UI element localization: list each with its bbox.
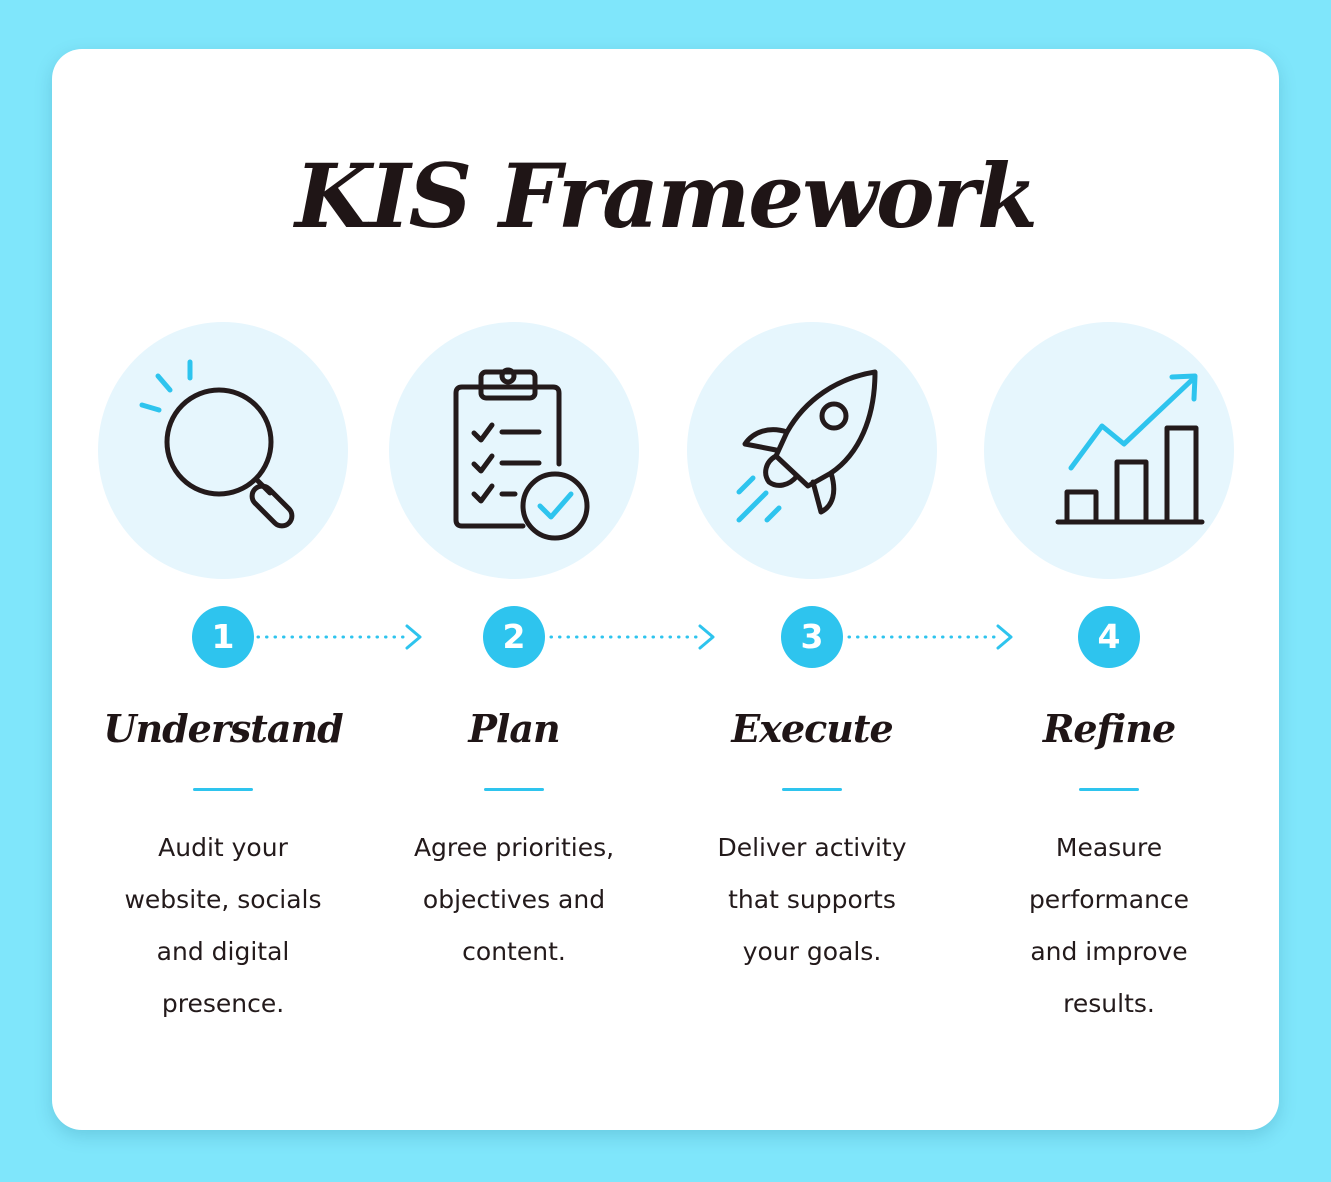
title-underline: [484, 788, 544, 791]
step-number-badge: 4: [1078, 606, 1140, 668]
step-description: Audit your website, socials and digital …: [78, 822, 368, 1030]
description-line: Audit your: [158, 833, 288, 862]
description-line: your goals.: [742, 937, 882, 966]
dotted-arrow-icon: [256, 624, 422, 650]
description-line: Agree priorities,: [413, 833, 615, 862]
description-line: objectives and: [422, 885, 606, 914]
title-underline: [782, 788, 842, 791]
icon-circle: [687, 322, 937, 579]
growth-chart-icon: [1055, 373, 1205, 525]
description-line: and improve: [1030, 937, 1188, 966]
step-title: Refine: [1042, 706, 1176, 751]
icon-circle: [98, 322, 348, 579]
page-title: KIS Framework: [294, 144, 1038, 248]
title-underline: [1079, 788, 1139, 791]
dotted-arrow-icon: [549, 624, 715, 650]
description-line: website, socials: [124, 885, 322, 914]
title-underline: [193, 788, 253, 791]
description-line: Deliver activity: [717, 833, 907, 862]
step-title: Understand: [103, 706, 343, 751]
description-line: content.: [462, 937, 566, 966]
dotted-arrow-icon: [847, 624, 1013, 650]
description-line: performance: [1028, 885, 1190, 914]
clipboard-checklist-icon: [453, 367, 590, 541]
step-understand: 1 Understand Audit your website, socials…: [78, 0, 368, 1182]
step-description: Agree priorities, objectives and content…: [369, 822, 659, 978]
step-title: Execute: [731, 706, 893, 751]
step-description: Deliver activity that supports your goal…: [667, 822, 957, 978]
description-line: that supports: [728, 885, 896, 914]
description-line: Measure: [1055, 833, 1163, 862]
step-execute: 3 Execute Deliver activity that supports…: [667, 0, 957, 1182]
step-refine: 4 Refine Measure performance and improve…: [964, 0, 1254, 1182]
step-number-badge: 3: [781, 606, 843, 668]
step-title: Plan: [468, 706, 560, 751]
description-line: results.: [1063, 989, 1155, 1018]
step-number-badge: 1: [192, 606, 254, 668]
icon-circle: [984, 322, 1234, 579]
framework-card: [52, 49, 1279, 1130]
rocket-icon: [736, 369, 878, 523]
step-plan: 2 Plan Agree priorities, objectives and …: [369, 0, 659, 1182]
description-line: and digital: [156, 937, 290, 966]
step-number-badge: 2: [483, 606, 545, 668]
step-description: Measure performance and improve results.: [964, 822, 1254, 1030]
icon-circle: [389, 322, 639, 579]
description-line: presence.: [161, 989, 285, 1018]
magnifying-glass-icon: [139, 359, 295, 529]
